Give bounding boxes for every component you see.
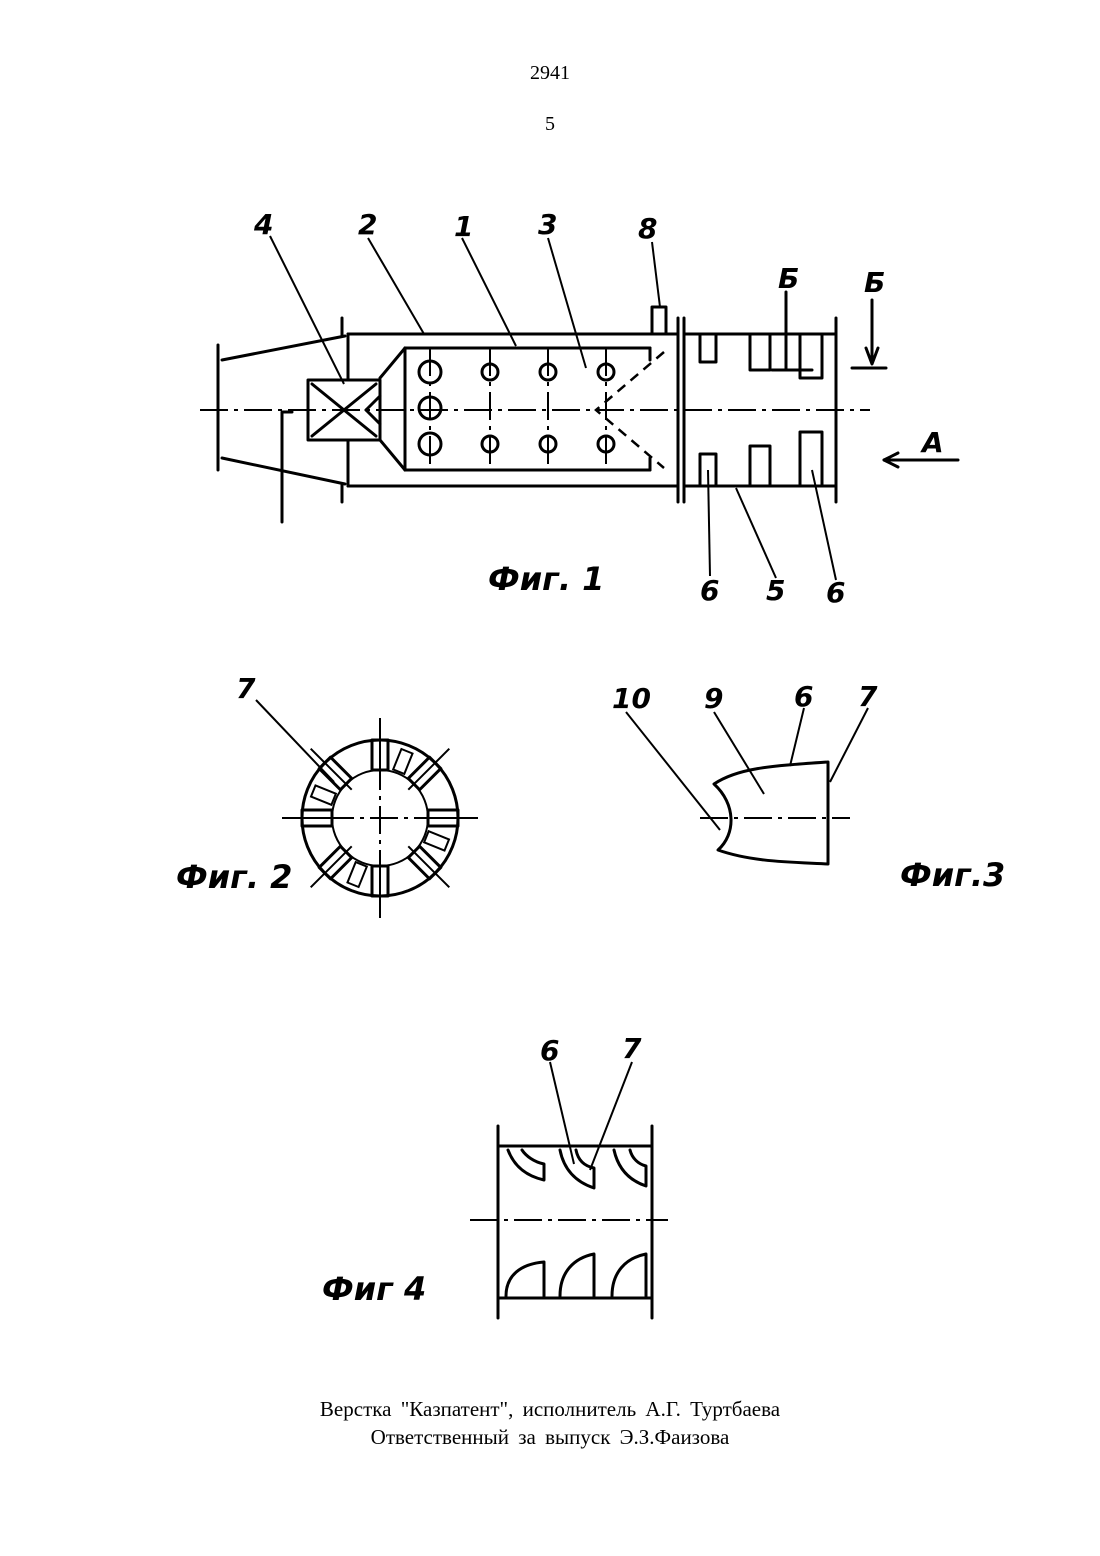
fig1-label-b-outer: Б: [864, 266, 885, 299]
fig1-label-5: 5: [766, 574, 785, 607]
fig2-label-7: 7: [236, 672, 256, 705]
fig3-label-7: 7: [858, 680, 878, 713]
fig1-label-a: А: [920, 426, 944, 459]
fig1-label-b-inner: Б: [778, 262, 799, 295]
fig2-caption: Фиг. 2: [176, 858, 292, 896]
fig3-caption: Фиг.3: [900, 856, 1005, 894]
fig1-label-6-right: 6: [826, 576, 845, 609]
fig1-caption: Фиг. 1: [488, 560, 604, 598]
fig4-label-7: 7: [622, 1032, 642, 1065]
fig1-label-6-left: 6: [700, 574, 719, 607]
fig1-label-2: 2: [358, 208, 377, 241]
footer-line-1: Верстка "Казпатент", исполнитель А.Г. Ту…: [0, 1397, 1100, 1422]
fig3-label-10: 10: [612, 682, 651, 715]
fig1-label-8: 8: [638, 212, 657, 245]
figure-3: 10 9 6 7 Фиг.3: [612, 680, 1005, 894]
footer-line-2: Ответственный за выпуск Э.З.Фаизова: [0, 1425, 1100, 1450]
fig3-label-6: 6: [794, 680, 813, 713]
fig1-label-1: 1: [454, 210, 473, 243]
fig1-label-3: 3: [538, 208, 557, 241]
figure-1: 4 2 1 3 8 Б Б А 6 5 6 Фиг. 1: [200, 208, 958, 609]
figure-2: 7 Фиг. 2: [176, 672, 478, 918]
figure-4: 6 7 Фиг 4: [322, 1032, 668, 1318]
fig4-caption: Фиг 4: [322, 1270, 426, 1308]
fig4-label-6: 6: [540, 1034, 559, 1067]
fig3-label-9: 9: [704, 682, 723, 715]
fig1-label-4: 4: [253, 208, 273, 241]
